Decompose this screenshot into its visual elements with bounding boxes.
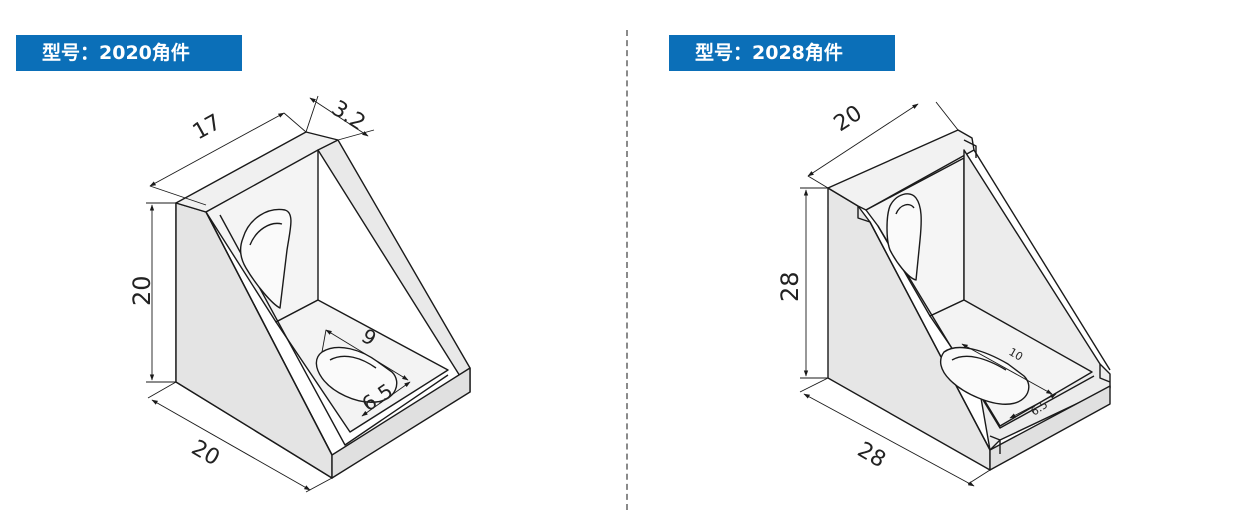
dim-top-depth: 17 [189,110,226,145]
dim-height: 20 [128,275,156,306]
dim-height: 28 [776,271,804,302]
corner-bracket-2020-drawing [146,95,471,493]
model-title-2020: 型号：2020角件 [16,35,242,71]
dim-slot-length: 10 [1007,345,1026,363]
corner-bracket-2028-drawing [799,101,1111,487]
dim-base-length: 20 [187,436,224,472]
model-title-2028: 型号：2028角件 [669,35,895,71]
panel-divider [626,30,628,510]
dim-top-depth: 20 [830,101,867,137]
dim-base-length: 28 [853,438,890,474]
dim-thickness: 3.2 [327,96,370,136]
